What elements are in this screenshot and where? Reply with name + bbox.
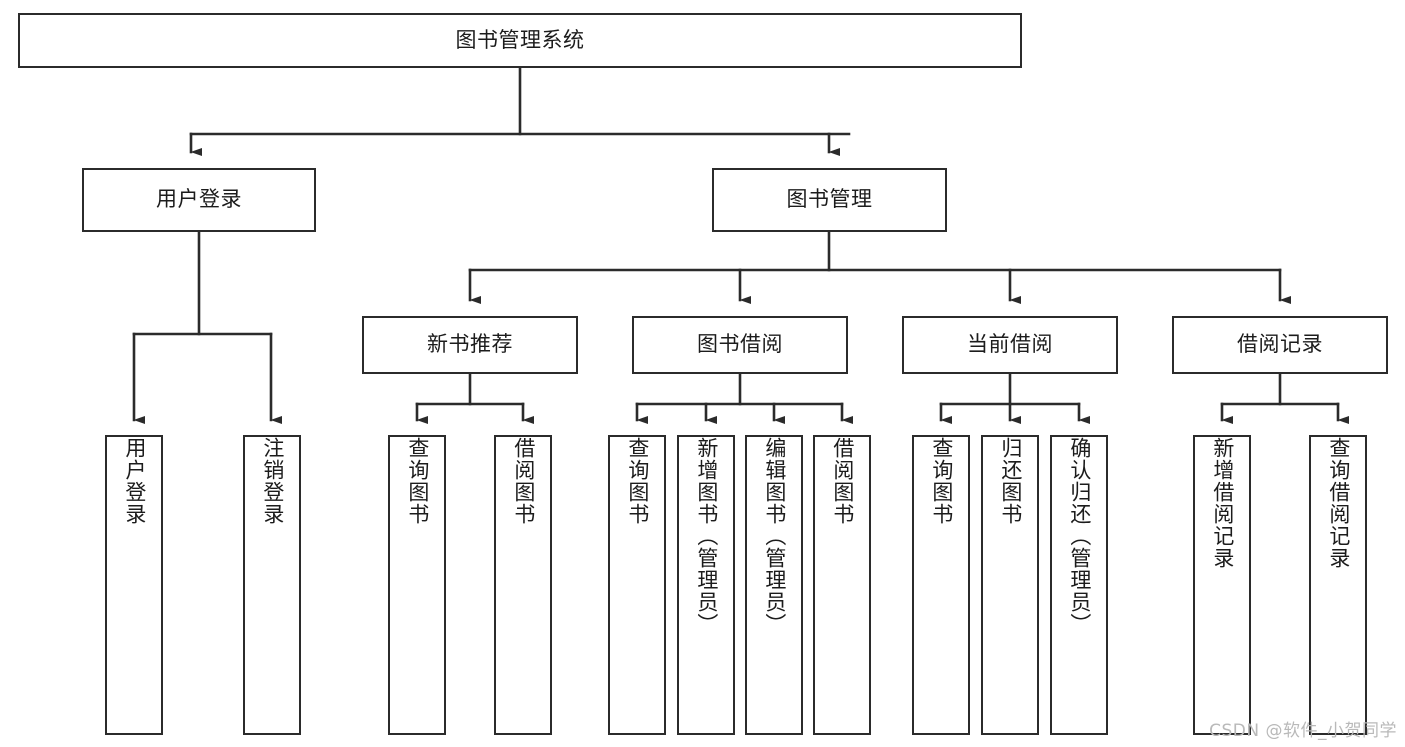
- leaf-book-borrow-3[interactable]: 编辑图书（管理员）: [745, 435, 803, 735]
- node-book-manage-label: 图书管理: [786, 187, 873, 212]
- leaf-book-borrow-3-label: 编辑图书（管理员）: [762, 437, 787, 635]
- node-borrow-record-label: 借阅记录: [1237, 332, 1323, 357]
- node-user-login[interactable]: 用户登录: [82, 168, 316, 232]
- leaf-user-login-1[interactable]: 用户登录: [105, 435, 163, 735]
- leaf-current-borrow-2-label: 归还图书: [998, 437, 1023, 525]
- leaf-user-login-1-label: 用户登录: [122, 437, 147, 525]
- node-current-borrow[interactable]: 当前借阅: [902, 316, 1118, 374]
- node-root-system[interactable]: 图书管理系统: [18, 13, 1022, 68]
- leaf-new-book-1[interactable]: 查询图书: [388, 435, 446, 735]
- leaf-current-borrow-2[interactable]: 归还图书: [981, 435, 1039, 735]
- node-borrow-record[interactable]: 借阅记录: [1172, 316, 1388, 374]
- leaf-user-login-2[interactable]: 注销登录: [243, 435, 301, 735]
- leaf-user-login-2-label: 注销登录: [260, 437, 285, 525]
- watermark-text: CSDN @软件_小贺同学: [1209, 721, 1397, 741]
- leaf-book-borrow-1-label: 查询图书: [625, 437, 650, 525]
- node-current-borrow-label: 当前借阅: [967, 332, 1053, 357]
- leaf-new-book-2[interactable]: 借阅图书: [494, 435, 552, 735]
- node-new-book-recommend[interactable]: 新书推荐: [362, 316, 578, 374]
- leaf-book-borrow-1[interactable]: 查询图书: [608, 435, 666, 735]
- leaf-borrow-record-2-label: 查询借阅记录: [1326, 437, 1351, 569]
- node-root-label: 图书管理系统: [455, 27, 585, 52]
- leaf-borrow-record-1[interactable]: 新增借阅记录: [1193, 435, 1251, 735]
- leaf-book-borrow-4[interactable]: 借阅图书: [813, 435, 871, 735]
- node-book-manage[interactable]: 图书管理: [712, 168, 947, 232]
- leaf-book-borrow-2-label: 新增图书（管理员）: [694, 437, 719, 635]
- leaf-book-borrow-4-label: 借阅图书: [830, 437, 855, 525]
- node-new-book-recommend-label: 新书推荐: [427, 332, 513, 357]
- leaf-current-borrow-3[interactable]: 确认归还（管理员）: [1050, 435, 1108, 735]
- leaf-current-borrow-3-label: 确认归还（管理员）: [1067, 437, 1092, 635]
- leaf-new-book-2-label: 借阅图书: [511, 437, 536, 525]
- node-user-login-label: 用户登录: [156, 187, 242, 212]
- leaf-book-borrow-2[interactable]: 新增图书（管理员）: [677, 435, 735, 735]
- node-book-borrow[interactable]: 图书借阅: [632, 316, 848, 374]
- leaf-borrow-record-2[interactable]: 查询借阅记录: [1309, 435, 1367, 735]
- leaf-new-book-1-label: 查询图书: [405, 437, 430, 525]
- leaf-current-borrow-1[interactable]: 查询图书: [912, 435, 970, 735]
- leaf-borrow-record-1-label: 新增借阅记录: [1210, 437, 1235, 569]
- leaf-current-borrow-1-label: 查询图书: [929, 437, 954, 525]
- node-book-borrow-label: 图书借阅: [697, 332, 783, 357]
